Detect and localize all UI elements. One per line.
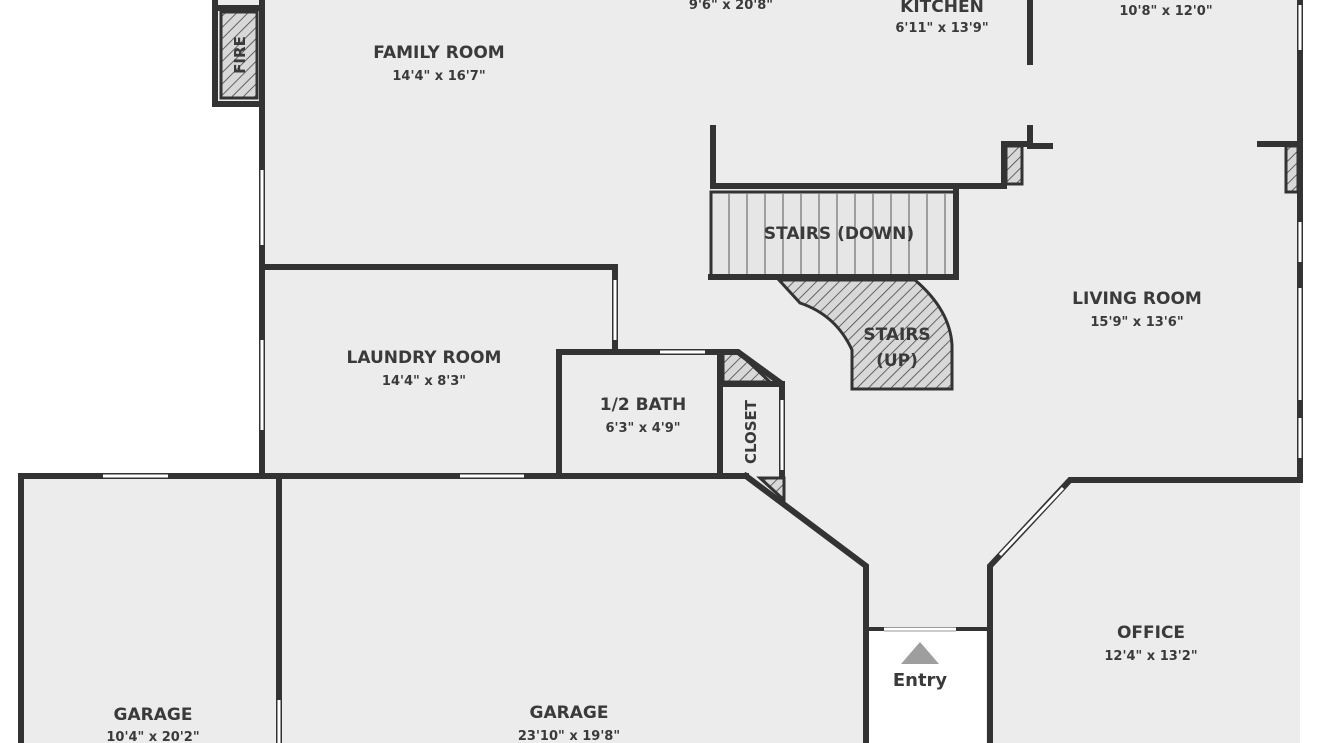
half-bath-label: 1/2 BATH <box>600 395 686 415</box>
family-room-dim: 14'4" x 16'7" <box>392 69 485 84</box>
living-column <box>1284 144 1300 194</box>
stair-treads <box>728 194 946 275</box>
family-room-label: FAMILY ROOM <box>373 43 504 63</box>
garage-right-dim: 23'10" x 19'8" <box>518 729 620 743</box>
stairs-down-label: STAIRS (DOWN) <box>764 224 914 244</box>
closet-corner-chase <box>756 476 786 504</box>
room-labels: 9'6" x 20'8" KITCHEN 6'11" x 13'9" 10'8"… <box>106 0 1212 743</box>
garage-left-label: GARAGE <box>114 705 193 725</box>
laundry-room-label: LAUNDRY ROOM <box>347 348 502 368</box>
office-dim: 12'4" x 13'2" <box>1104 649 1197 664</box>
kitchen-label: KITCHEN <box>900 0 984 17</box>
garage-right-floor <box>281 476 866 743</box>
stairs-up-label-line1: STAIRS <box>863 325 930 345</box>
kitchen-column <box>1004 144 1024 186</box>
entry-floor <box>869 629 986 743</box>
entry-label: Entry <box>893 670 948 691</box>
living-room-label: LIVING ROOM <box>1072 289 1202 309</box>
dining-dim: 9'6" x 20'8" <box>689 0 773 13</box>
half-bath-dim: 6'3" x 4'9" <box>605 421 680 436</box>
laundry-room-dim: 14'4" x 8'3" <box>382 374 466 389</box>
living-room-dim: 15'9" x 13'6" <box>1090 315 1183 330</box>
fireplace-hearth <box>219 10 259 100</box>
closet-label: CLOSET <box>742 399 760 464</box>
kitchen-dim: 6'11" x 13'9" <box>895 21 988 36</box>
stairs-up-label-line2: (UP) <box>876 351 918 371</box>
entry-arrow-icon <box>901 642 939 664</box>
stairs-up <box>775 278 954 391</box>
garage-right-label: GARAGE <box>530 703 609 723</box>
fireplace-label: FIRE <box>231 36 249 74</box>
office-label: OFFICE <box>1117 623 1185 643</box>
garage-left-floor <box>21 476 279 743</box>
floor-areas <box>21 0 1300 743</box>
windows <box>103 5 1302 743</box>
garage-left-dim: 10'4" x 20'2" <box>106 730 199 743</box>
nook-dim: 10'8" x 12'0" <box>1119 4 1212 19</box>
